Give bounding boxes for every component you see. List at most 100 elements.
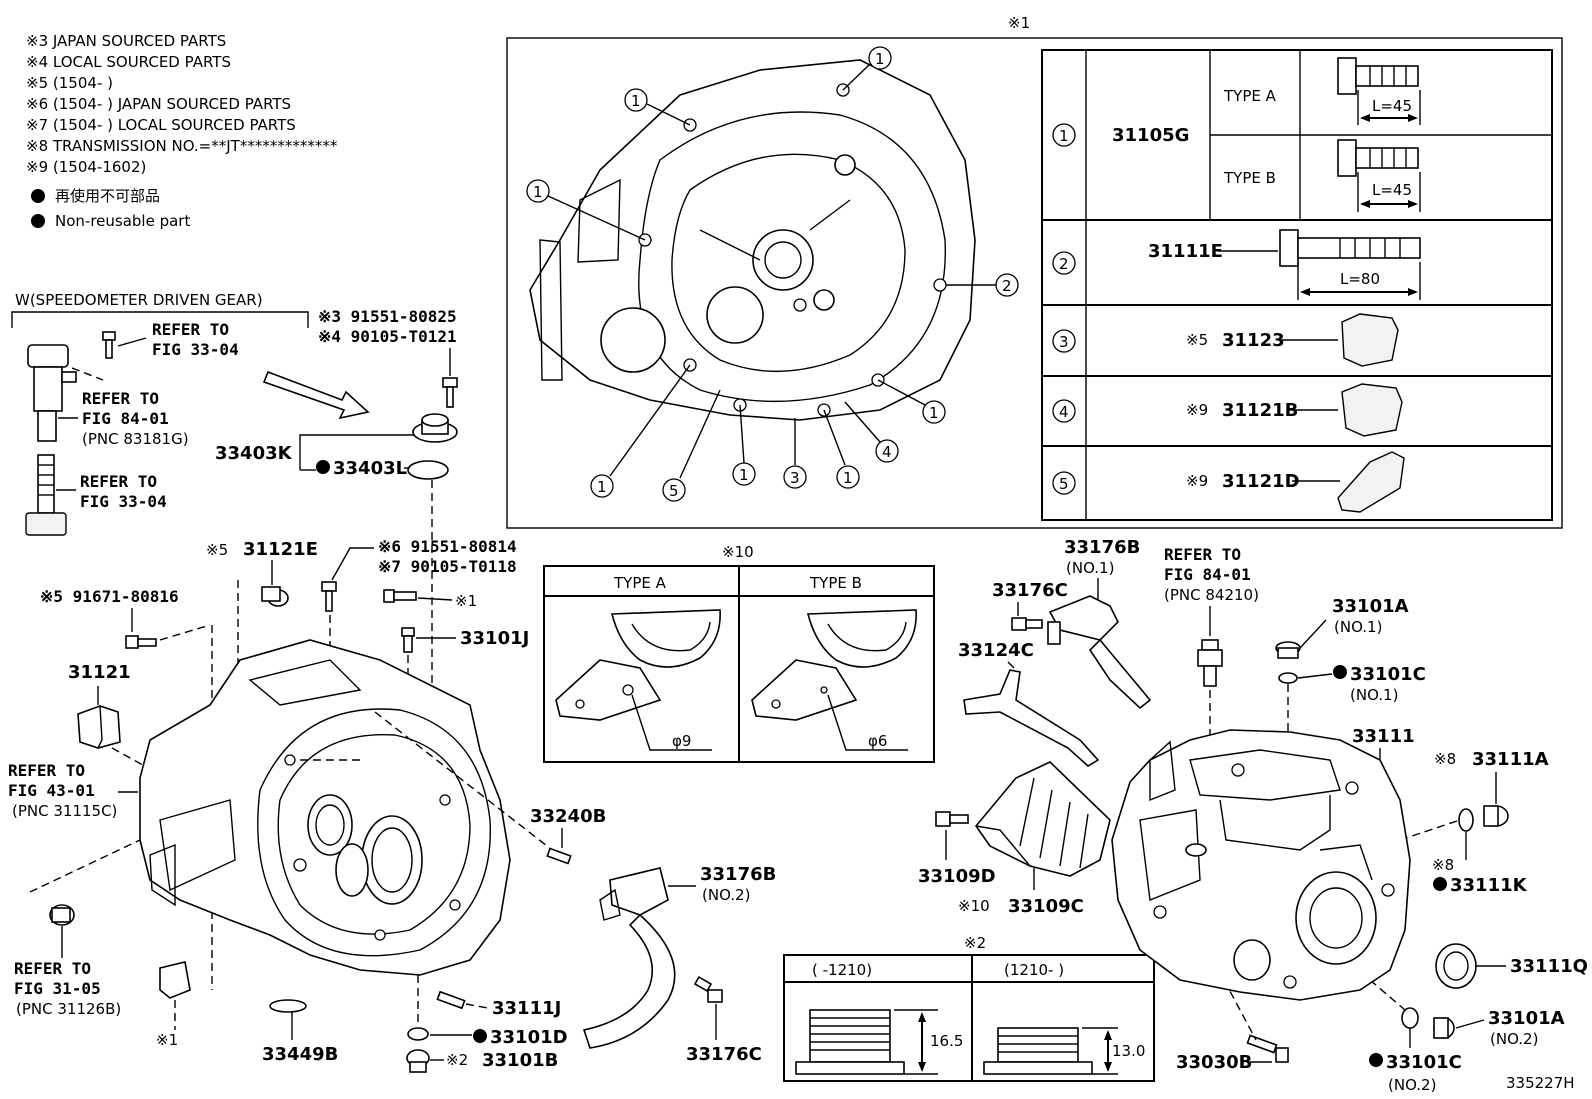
callout-num-text: 1: [843, 469, 853, 487]
plug-icon: [1483, 805, 1509, 827]
bolt-icon: [102, 331, 116, 359]
len-2: L=80: [1340, 270, 1380, 288]
plug-icon: [1275, 641, 1301, 659]
detail-1-number-callouts: 1 1 1 2 1 4 1 3 1: [526, 46, 1019, 502]
note-8a: ※8: [1434, 750, 1456, 768]
detail-2-height-a: 16.5: [930, 1032, 963, 1050]
callout-bolt-6: ※6 91551-80814: [378, 537, 517, 556]
callout-num-text: 1: [929, 404, 939, 422]
bolt-icon: [125, 635, 157, 649]
refer-84-01-r-b: FIG 84-01: [1164, 565, 1251, 584]
callout-num-5: [662, 478, 686, 502]
nonreuse-dot-icon: [1333, 665, 1347, 679]
speedometer-group: W(SPEEDOMETER DRIVEN GEAR) REFER TO FIG …: [11, 291, 370, 536]
plate-31121d-icon: [1337, 451, 1405, 513]
detail-10-dia-b: φ6: [868, 732, 887, 750]
callout-33101c-no1-sub: (NO.1): [1350, 686, 1398, 704]
row-num-text: 2: [1059, 255, 1069, 273]
legend-nonreuse-en: Non-reusable part: [55, 212, 190, 230]
callout-num-text: 2: [1002, 277, 1012, 295]
detail-1-header: ※1: [1008, 14, 1030, 32]
detail-10-dia-a: φ9: [672, 732, 691, 750]
refer-43-01-b: FIG 43-01: [8, 781, 95, 800]
callout-num-1: [868, 46, 892, 70]
speedometer-title: W(SPEEDOMETER DRIVEN GEAR): [15, 291, 263, 309]
refer-31-05-c: (PNC 31126B): [16, 1000, 121, 1018]
note-8b: ※8: [1432, 856, 1454, 874]
bolt-icon: [1011, 617, 1043, 631]
refer-84-01-r-c: (PNC 84210): [1164, 586, 1259, 604]
callout-33101c-no1: 33101C: [1350, 664, 1426, 685]
detail-1-box: ※1: [506, 14, 1563, 529]
callout-bolt-3: ※3 91551-80825: [318, 307, 457, 326]
gasket-icon: [1401, 1007, 1419, 1029]
callout-num-1: [624, 88, 648, 112]
callout-num-1: [732, 462, 756, 486]
callout-num-1: [526, 179, 550, 203]
plug-icon: [49, 904, 75, 926]
refer-84-01-b: FIG 84-01: [82, 409, 169, 428]
callout-33111j: 33111J: [492, 998, 561, 1019]
note-10: ※10: [958, 897, 990, 915]
detail-2-box: ※2 ( -1210) (1210- ) 16.5: [783, 934, 1155, 1082]
nonreuse-dot-icon: [473, 1029, 487, 1043]
callout-33176b-no2: 33176B: [700, 864, 776, 885]
baffle-type-a-icon: [555, 609, 721, 721]
refer-84-01-c: (PNC 83181G): [82, 430, 189, 448]
refer-31-05-b: FIG 31-05: [14, 979, 101, 998]
callout-num-1: [590, 474, 614, 498]
bracket-33124c-icon: [963, 669, 1100, 767]
diagram-number: 335227H: [1506, 1074, 1575, 1092]
bolt-icon: [383, 589, 417, 603]
clip-icon: [159, 961, 191, 999]
speed-sensor-icon: [27, 344, 77, 442]
callout-33124c: 33124C: [958, 640, 1034, 661]
callout-33101c-no2: 33101C: [1386, 1052, 1462, 1073]
row-num-text: 5: [1059, 475, 1069, 493]
legend: ※3 JAPAN SOURCED PARTS ※4 LOCAL SOURCED …: [26, 32, 338, 230]
bolt-31105g-type-a-icon: [1337, 57, 1421, 125]
detail-10-box: ※10 TYPE A TYPE B φ9 φ6: [543, 543, 935, 763]
detail-2-col-a: ( -1210): [812, 961, 872, 979]
retainer-31121b-icon: [1341, 383, 1403, 437]
legend-line-6: ※8 TRANSMISSION NO.=**JT*************: [26, 137, 338, 155]
row-num-text: 4: [1059, 403, 1069, 421]
nonreuse-dot-icon: [316, 460, 330, 474]
left-case-callouts: ※3 91551-80825 ※4 90105-T0121 33403K 334…: [8, 307, 529, 1065]
oil-seal-icon: [1435, 943, 1477, 989]
right-case-callouts: REFER TO FIG 84-01 (PNC 84210) 33101A (N…: [1164, 545, 1588, 1094]
refer-33-04-d: FIG 33-04: [80, 492, 167, 511]
gasket-icon: [407, 1027, 429, 1041]
transmission-case-right: [1111, 729, 1411, 1001]
row-num-4: [1052, 399, 1076, 423]
callout-num-1: [922, 400, 946, 424]
pin-icon: [436, 990, 466, 1010]
nonreuse-dot-icon: [31, 214, 45, 228]
stud-icon: [401, 627, 415, 653]
callout-num-4: [875, 439, 899, 463]
gasket-icon: [1278, 672, 1298, 684]
bolt-icon: [321, 581, 337, 612]
callout-33176b-no1-sub: (NO.1): [1066, 559, 1114, 577]
callout-bolt-4: ※4 90105-T0121: [318, 327, 457, 346]
callout-num-text: 1: [875, 50, 885, 68]
detail-2-height-b: 13.0: [1112, 1042, 1145, 1060]
callout-33109d: 33109D: [918, 866, 996, 887]
callout-num-text: 1: [533, 183, 543, 201]
refer-33-04-a: REFER TO: [152, 320, 229, 339]
plug-33403k-icon: [412, 413, 458, 443]
callout-33403k: 33403K: [215, 443, 293, 464]
legend-line-1: ※3 JAPAN SOURCED PARTS: [26, 32, 226, 50]
callout-33111a: 33111A: [1472, 749, 1549, 770]
part-31111e: 31111E: [1148, 241, 1223, 262]
callout-33030b: 33030B: [1176, 1052, 1252, 1073]
callout-33101b: 33101B: [482, 1050, 558, 1071]
bolt-31105g-type-b-icon: [1337, 139, 1421, 212]
callout-num-text: 5: [669, 482, 679, 500]
row-num-3: [1052, 329, 1076, 353]
nonreuse-dot-icon: [31, 189, 45, 203]
refer-33-04-c: REFER TO: [80, 472, 157, 491]
transmission-case-left: [139, 639, 566, 976]
callout-33101a-no1: 33101A: [1332, 596, 1409, 617]
callout-num-text: 1: [597, 478, 607, 496]
